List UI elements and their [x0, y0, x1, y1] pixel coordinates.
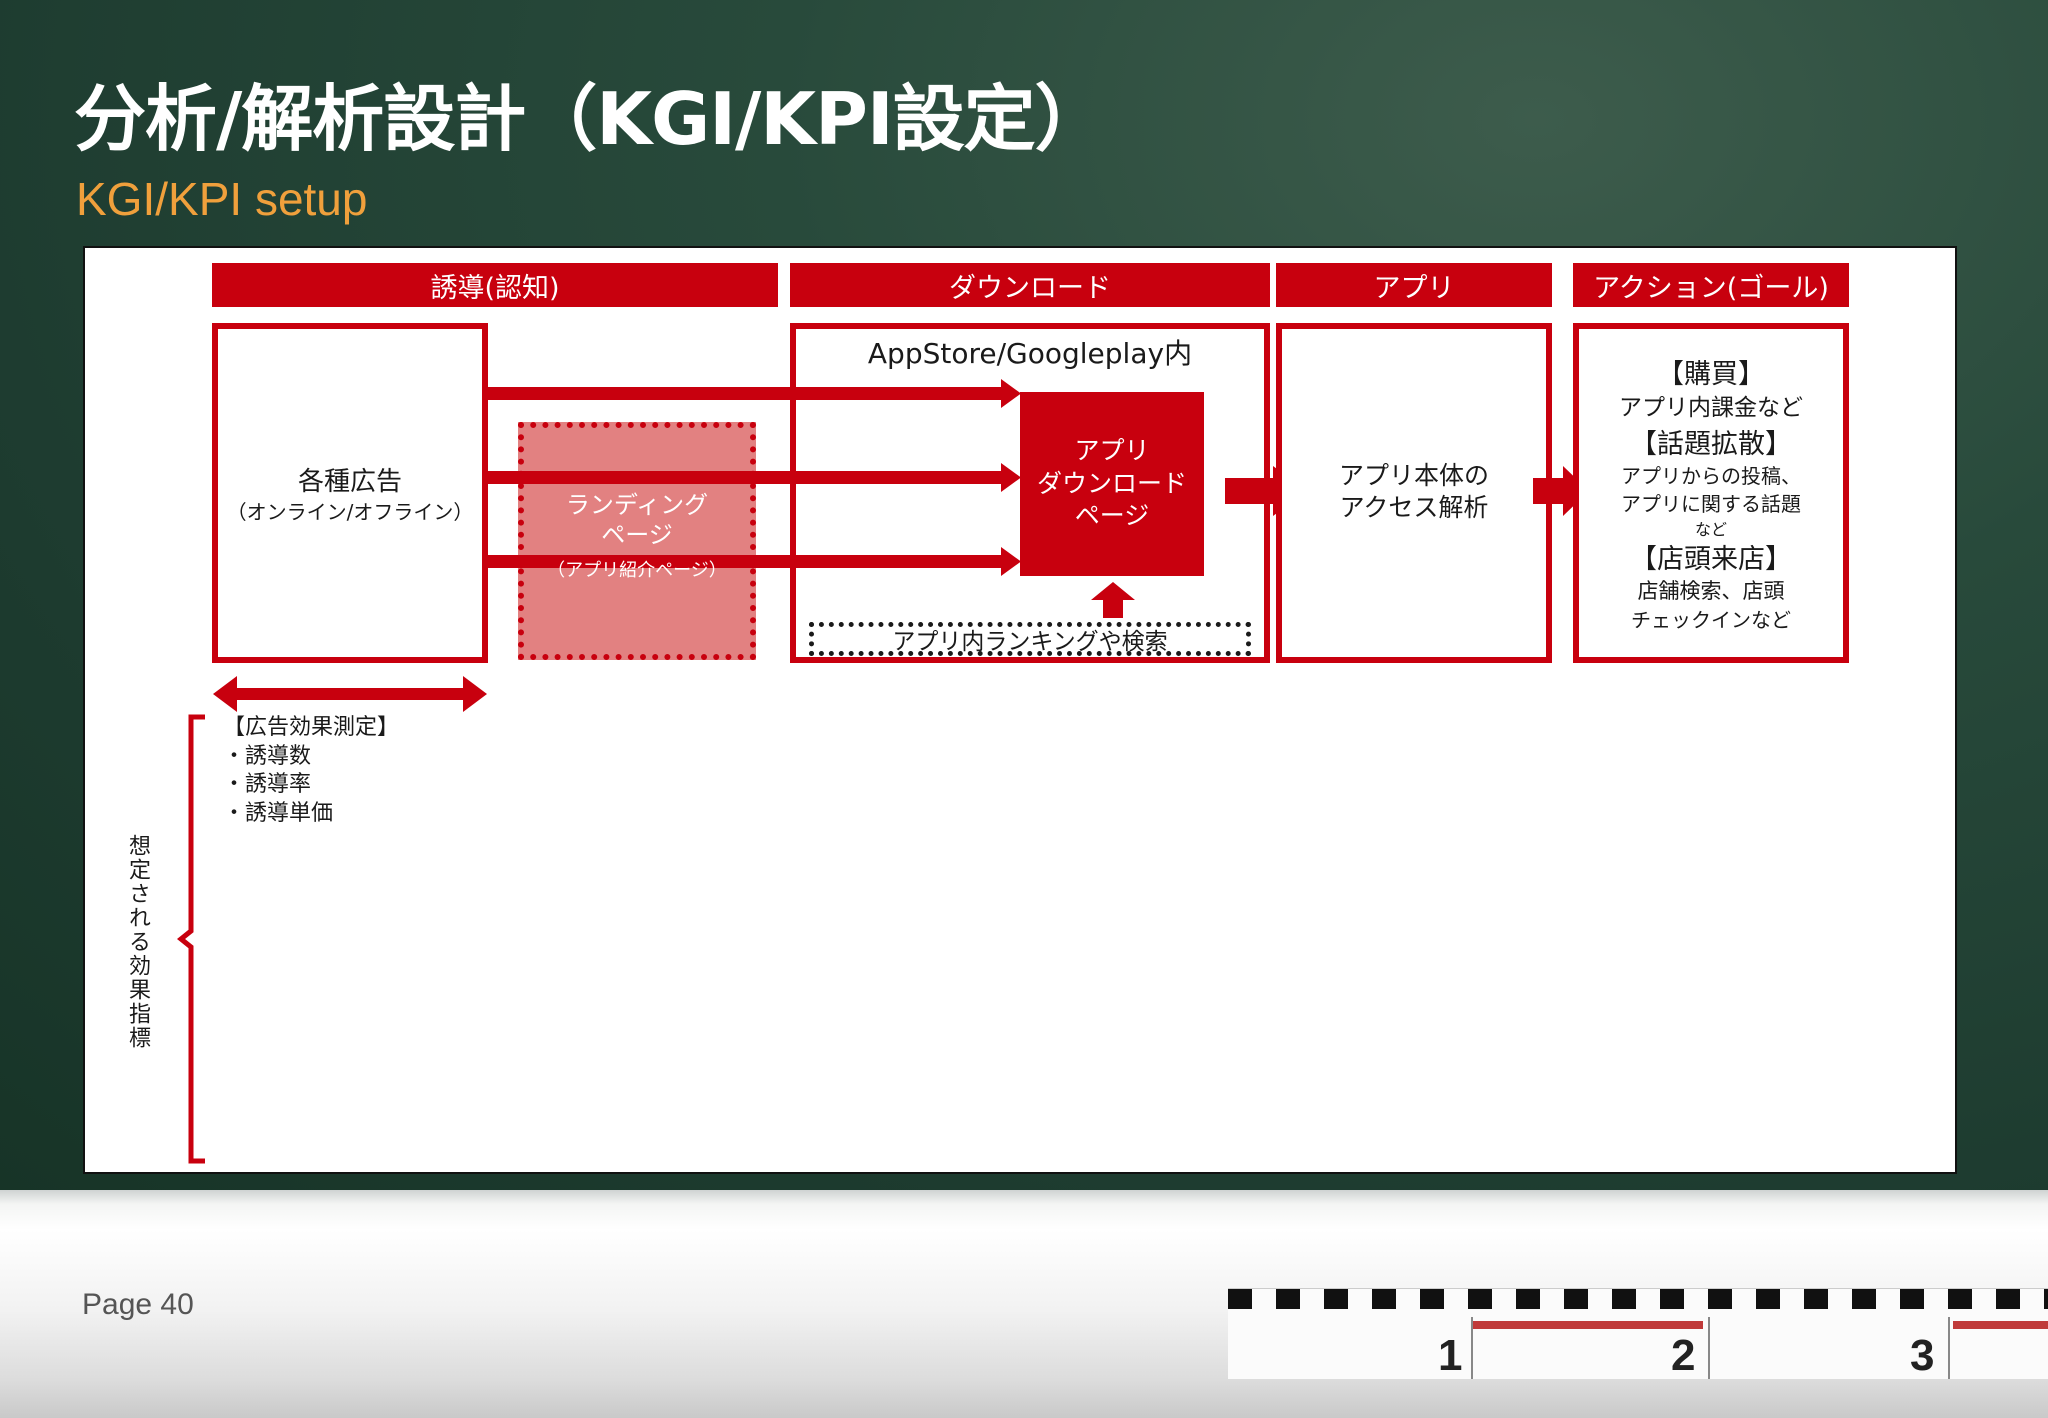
- in-app-ranking-search: アプリ内ランキングや検索: [809, 622, 1251, 656]
- dl-line2: ダウンロード: [1036, 468, 1187, 498]
- double-arrow: [213, 676, 487, 712]
- ads-box: [212, 323, 488, 663]
- action-store-text-2: チェックインなど: [1631, 608, 1791, 632]
- ads-box-title: 各種広告: [297, 467, 402, 497]
- app-box-line1: アプリ本体の: [1338, 461, 1489, 490]
- action-spread-text-3: など: [1694, 520, 1727, 539]
- arrow-ads-to-dl-1: [488, 387, 1005, 400]
- app-box: [1276, 323, 1552, 663]
- arrow-ads-to-dl-3: [488, 555, 1005, 568]
- action-store-heading: 【店頭来店】: [1630, 544, 1792, 575]
- action-box: [1573, 323, 1849, 663]
- ads-box-subtitle: （オンライン/オフライン）: [226, 500, 474, 524]
- diagram-panel: 誘導(認知) ダウンロード アプリ アクション(ゴール) 各種広告 （オンライン…: [83, 246, 1957, 1174]
- ruler-label: 2: [1671, 1331, 1696, 1380]
- stage-header-action: アクション(ゴール): [1573, 263, 1849, 307]
- dl-line3: ページ: [1074, 501, 1150, 531]
- landing-sub: （アプリ紹介ページ）: [547, 560, 727, 581]
- action-spread-text-2: アプリに関する話題: [1621, 492, 1801, 516]
- metric-item: ・誘導単価: [223, 800, 334, 826]
- action-purchase-heading: 【購買】: [1657, 359, 1765, 390]
- up-arrow: [1091, 582, 1135, 618]
- arrowhead-1: [1001, 379, 1021, 408]
- metric-item: ・誘導数: [223, 743, 312, 769]
- slide-title: 分析/解析設計（KGI/KPI設定）: [74, 77, 1107, 161]
- app-box-line2: アクセス解析: [1339, 493, 1489, 522]
- page-number: Page 40: [82, 1288, 194, 1321]
- ruler-red-mark: [1953, 1321, 2048, 1329]
- action-spread-text-1: アプリからの投稿、: [1621, 464, 1801, 488]
- landing-line2: ページ: [601, 521, 673, 549]
- action-spread-heading: 【話題拡散】: [1630, 429, 1792, 460]
- ruler: 1 2 3: [1228, 1288, 2048, 1380]
- arrowhead-2: [1001, 463, 1021, 492]
- ruler-checker: [1228, 1289, 2048, 1309]
- dl-line1: アプリ: [1074, 436, 1150, 466]
- store-box-title: AppStore/Googleplay内: [867, 337, 1193, 370]
- action-purchase-text: アプリ内課金など: [1619, 395, 1803, 421]
- metrics-list: 【広告効果測定】 ・誘導数 ・誘導率 ・誘導単価: [223, 714, 399, 828]
- ruler-label: 1: [1438, 1331, 1463, 1380]
- ruler-red-mark: [1473, 1321, 1703, 1329]
- metric-item: ・誘導率: [223, 772, 312, 798]
- stage-header-guidance: 誘導(認知): [212, 263, 778, 307]
- ruler-tick: [1471, 1317, 1473, 1379]
- arrow-ads-to-dl-2: [488, 471, 1005, 484]
- slide-subtitle: KGI/KPI setup: [76, 173, 368, 225]
- action-store-text-1: 店舗検索、店頭: [1637, 579, 1785, 603]
- landing-line1: ランディング: [565, 491, 709, 519]
- arrowhead-3: [1001, 547, 1021, 576]
- stage-header-download: ダウンロード: [790, 263, 1270, 307]
- landing-page-box: [518, 422, 756, 660]
- metrics-heading: 【広告効果測定】: [223, 715, 400, 740]
- vertical-label: 想定される効果指標: [125, 834, 150, 1050]
- bracket: [177, 714, 205, 1164]
- ruler-tick: [1948, 1317, 1950, 1379]
- ruler-label: 3: [1910, 1331, 1935, 1380]
- ruler-tick: [1708, 1317, 1710, 1379]
- stage-header-app: アプリ: [1276, 263, 1552, 307]
- app-download-page: アプリ ダウンロード ページ: [1020, 392, 1204, 576]
